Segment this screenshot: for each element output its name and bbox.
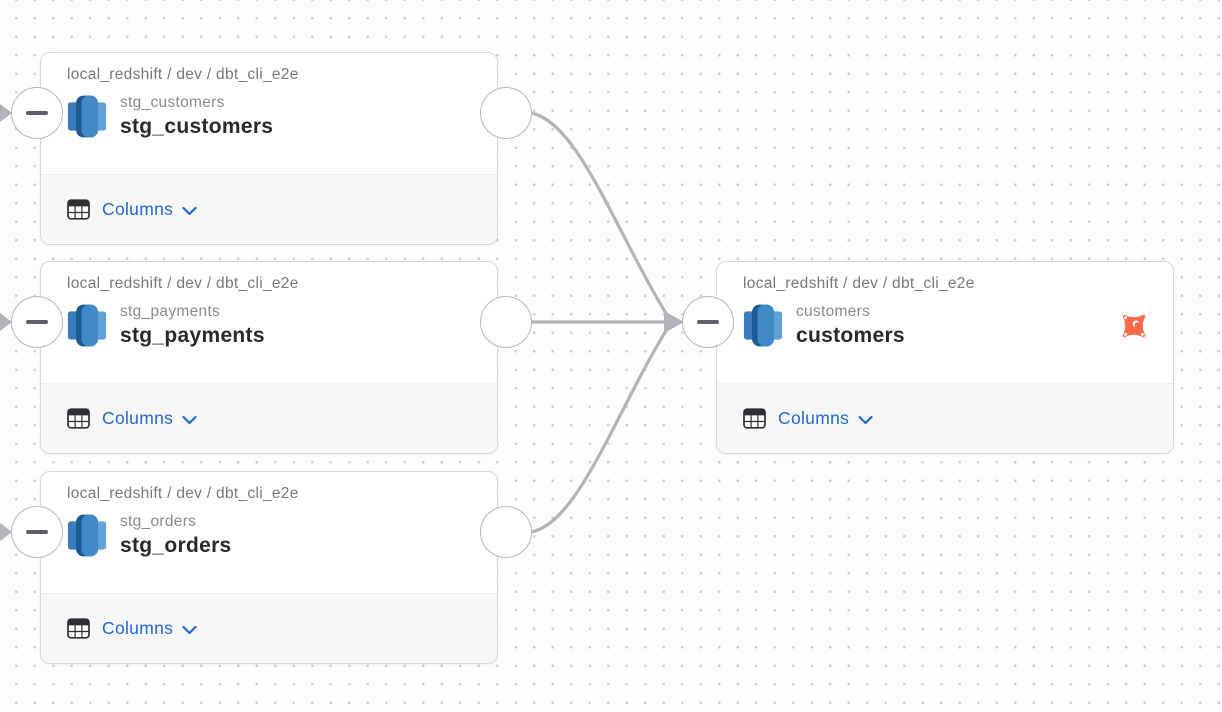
node-footer: Columns xyxy=(41,174,497,244)
collapse-upstream-button[interactable] xyxy=(11,296,63,348)
columns-toggle[interactable]: Columns xyxy=(102,408,197,429)
entity-row: stg_orders stg_orders xyxy=(67,512,473,560)
chevron-down-icon xyxy=(182,415,197,424)
columns-label: Columns xyxy=(102,199,174,219)
downstream-port-handle[interactable] xyxy=(480,296,532,348)
table-grid-icon xyxy=(67,618,90,639)
table-grid-icon xyxy=(67,408,90,429)
entity-text: customers customers xyxy=(796,302,905,350)
redshift-table-icon xyxy=(67,95,107,138)
downstream-port-handle[interactable] xyxy=(480,506,532,558)
table-grid-icon xyxy=(67,199,90,220)
node-footer: Columns xyxy=(41,593,497,663)
entity-subtitle: stg_orders xyxy=(120,513,197,530)
node-body: local_redshift / dev / dbt_cli_e2e stg_p… xyxy=(41,262,497,383)
node-body: local_redshift / dev / dbt_cli_e2e stg_c… xyxy=(41,53,497,174)
entity-title: stg_payments xyxy=(120,324,265,348)
lineage-node-stg-customers[interactable]: local_redshift / dev / dbt_cli_e2e stg_c… xyxy=(40,52,498,245)
entity-title: customers xyxy=(796,324,905,348)
breadcrumb: local_redshift / dev / dbt_cli_e2e xyxy=(67,485,299,502)
redshift-table-icon xyxy=(743,304,783,347)
edge-stg-customers-to-customers xyxy=(529,111,669,317)
edge-stg-orders-to-customers xyxy=(529,327,669,534)
columns-label: Columns xyxy=(102,618,174,638)
table-grid-icon xyxy=(743,408,766,429)
entity-row: customers customers xyxy=(743,302,1149,350)
columns-label: Columns xyxy=(102,408,174,428)
collapse-upstream-button[interactable] xyxy=(682,296,734,348)
entity-text: stg_orders stg_orders xyxy=(120,512,232,560)
redshift-table-icon xyxy=(67,514,107,557)
entity-subtitle: stg_customers xyxy=(120,94,225,111)
node-footer: Columns xyxy=(41,383,497,453)
node-body: local_redshift / dev / dbt_cli_e2e stg_o… xyxy=(41,472,497,593)
minus-icon xyxy=(697,320,719,324)
minus-icon xyxy=(26,320,48,324)
entity-subtitle: customers xyxy=(796,303,871,320)
redshift-table-icon xyxy=(67,304,107,347)
breadcrumb: local_redshift / dev / dbt_cli_e2e xyxy=(67,66,299,83)
entity-row: stg_customers stg_customers xyxy=(67,93,473,141)
chevron-down-icon xyxy=(182,625,197,634)
columns-toggle[interactable]: Columns xyxy=(102,199,197,220)
breadcrumb: local_redshift / dev / dbt_cli_e2e xyxy=(67,275,299,292)
columns-toggle[interactable]: Columns xyxy=(778,408,873,429)
breadcrumb: local_redshift / dev / dbt_cli_e2e xyxy=(743,275,975,292)
downstream-port-handle[interactable] xyxy=(480,87,532,139)
entity-row: stg_payments stg_payments xyxy=(67,302,473,350)
lineage-node-stg-orders[interactable]: local_redshift / dev / dbt_cli_e2e stg_o… xyxy=(40,471,498,664)
minus-icon xyxy=(26,111,48,115)
collapse-upstream-button[interactable] xyxy=(11,506,63,558)
lineage-node-stg-payments[interactable]: local_redshift / dev / dbt_cli_e2e stg_p… xyxy=(40,261,498,454)
columns-label: Columns xyxy=(778,408,850,428)
node-body: local_redshift / dev / dbt_cli_e2e custo… xyxy=(717,262,1173,383)
dbt-icon xyxy=(1119,310,1149,341)
minus-icon xyxy=(26,530,48,534)
edge-arrowhead-icon xyxy=(664,311,684,333)
node-footer: Columns xyxy=(717,383,1173,453)
columns-toggle[interactable]: Columns xyxy=(102,618,197,639)
entity-title: stg_orders xyxy=(120,534,232,558)
chevron-down-icon xyxy=(182,206,197,215)
chevron-down-icon xyxy=(858,415,873,424)
entity-subtitle: stg_payments xyxy=(120,303,221,320)
collapse-upstream-button[interactable] xyxy=(11,87,63,139)
entity-title: stg_customers xyxy=(120,115,274,139)
entity-text: stg_payments stg_payments xyxy=(120,302,265,350)
entity-text: stg_customers stg_customers xyxy=(120,93,273,141)
lineage-node-customers[interactable]: local_redshift / dev / dbt_cli_e2e custo… xyxy=(716,261,1174,454)
